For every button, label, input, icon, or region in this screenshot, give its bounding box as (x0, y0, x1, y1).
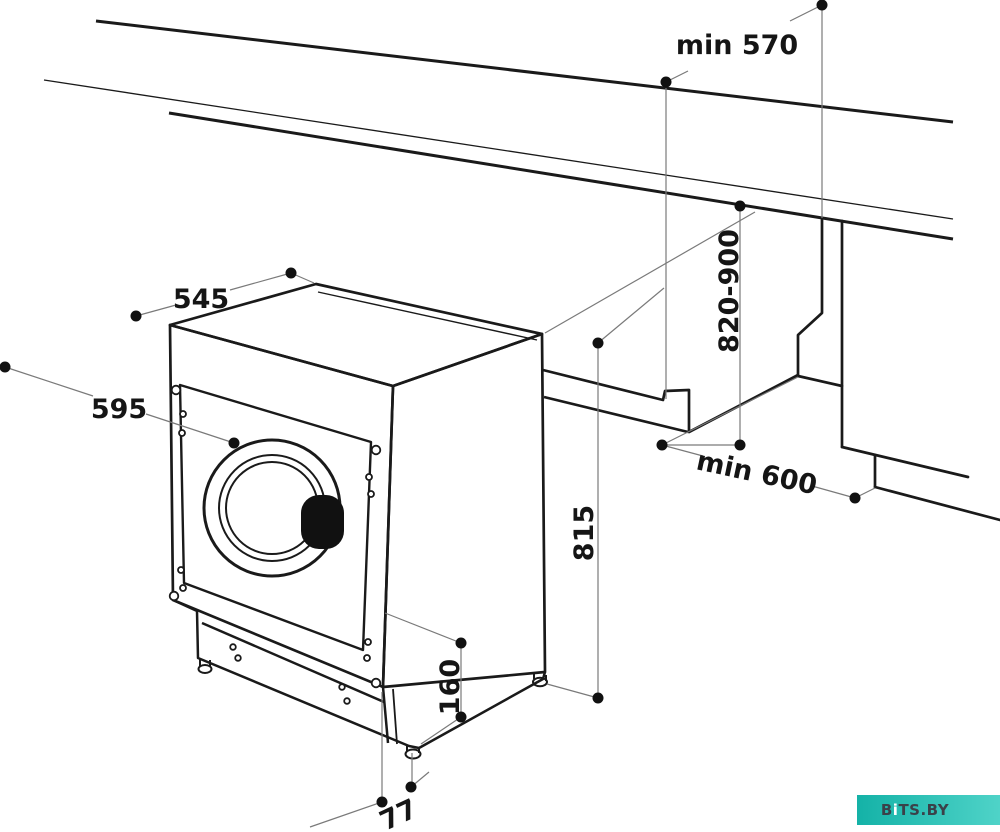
label-worktop-depth: min 600 (694, 446, 820, 502)
watermark-logo: BiTS.BY (881, 801, 950, 819)
niche-back-rail (542, 368, 691, 434)
door-handle-icon (301, 495, 344, 549)
dimension-lines (4, 4, 876, 828)
label-machine-height: 815 (569, 505, 600, 561)
label-niche-depth: min 570 (676, 30, 798, 61)
label-front-width: 595 (91, 394, 147, 425)
screw-holes (168, 384, 382, 705)
label-build-in-height: 820-900 (714, 229, 745, 353)
cabinet-side-panel (687, 217, 1000, 522)
label-plinth-height: 160 (435, 659, 466, 715)
machine-front-panel (178, 383, 373, 652)
door-porthole-icon (202, 438, 344, 578)
worktop-lines (43, 19, 954, 241)
washing-machine (168, 282, 548, 760)
adjustable-feet (197, 659, 548, 760)
dimension-endpoint-dots (0, 0, 861, 808)
dimension-labels: min 570 820-900 545 595 815 min 600 160 … (91, 30, 820, 832)
watermark-bar (857, 795, 1000, 825)
label-top-depth: 545 (173, 284, 229, 315)
machine-side-face (381, 332, 547, 689)
watermark: BiTS.BY (857, 795, 1000, 825)
